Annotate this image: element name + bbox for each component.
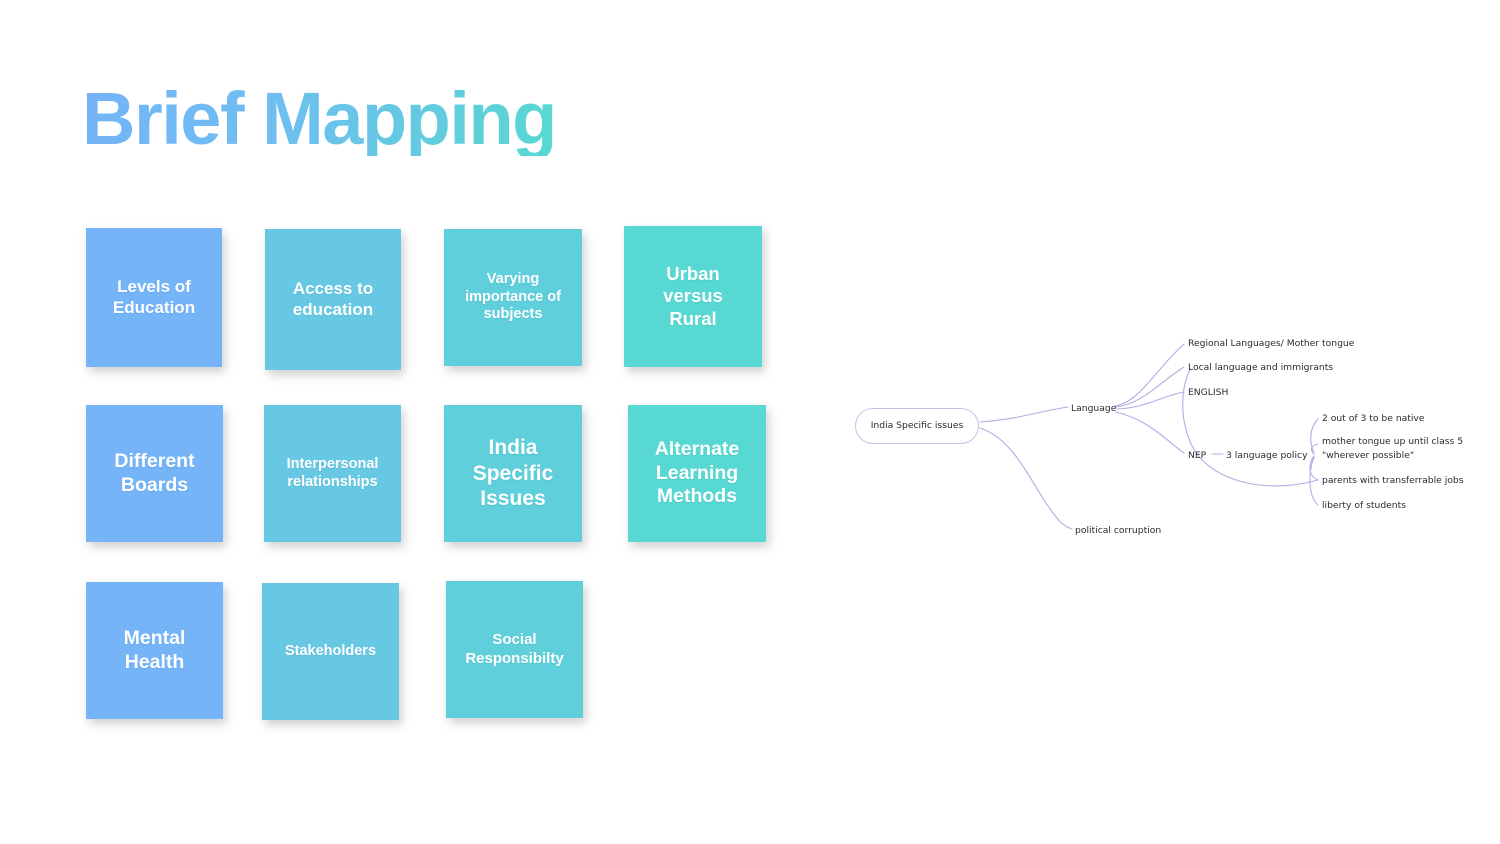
sticky-note-line: Levels of — [117, 276, 191, 296]
sticky-note-line: versus — [663, 285, 723, 307]
sticky-note-line: Responsibilty — [465, 649, 564, 667]
mindmap-node-english[interactable]: ENGLISH — [1188, 387, 1229, 398]
mindmap-edge — [1310, 418, 1319, 454]
sticky-note-line: Boards — [120, 473, 189, 496]
sticky-note-line: Rural — [669, 307, 717, 329]
sticky-note-line: Education — [112, 297, 196, 317]
mindmap-edge — [1115, 411, 1185, 454]
sticky-note-line: Mental — [123, 626, 186, 649]
mindmap-node-2-of-3-native[interactable]: 2 out of 3 to be native — [1322, 413, 1425, 424]
page-title: Brief Mapping — [82, 77, 557, 160]
mindmap-node-political-corruption[interactable]: political corruption — [1075, 525, 1162, 536]
sticky-note-line: Varying — [486, 270, 540, 287]
mindmap-edge — [1182, 368, 1319, 487]
sticky-note-line: Issues — [480, 487, 546, 511]
sticky-note-line: India — [488, 436, 538, 460]
mindmap-edge — [1309, 456, 1319, 506]
sticky-note-line: Specific — [472, 461, 554, 485]
sticky-note-line: Social — [492, 631, 537, 649]
sticky-note-line: Access to — [292, 278, 374, 298]
sticky-note-line: Health — [124, 650, 185, 673]
mindmap-edge — [1116, 391, 1185, 410]
mindmap-node-3-language-policy[interactable]: 3 language policy — [1226, 450, 1308, 461]
sticky-note-line: education — [292, 299, 374, 319]
mindmap-root-label: India Specific issues — [870, 420, 964, 432]
sticky-note-line: Alternate — [654, 437, 740, 460]
mindmap-root-node[interactable]: India Specific issues — [855, 408, 979, 444]
mindmap-edge — [1114, 343, 1185, 407]
sticky-note-line: Different — [114, 449, 195, 472]
sticky-note[interactable]: Stakeholders — [262, 583, 399, 720]
mindmap-edge — [979, 427, 1073, 530]
mindmap-diagram: India Specific issues Language political… — [830, 320, 1500, 560]
sticky-note-line: Interpersonal — [286, 455, 379, 472]
sticky-note-line: Methods — [656, 485, 738, 508]
mindmap-edges — [979, 343, 1319, 530]
mindmap-node-local-language[interactable]: Local language and immigrants — [1188, 362, 1334, 373]
sticky-note-line: subjects — [483, 306, 543, 323]
mindmap-node-mother-tongue-class5[interactable]: mother tongue up until class 5 — [1322, 436, 1464, 447]
sticky-note-line: Urban — [666, 262, 720, 284]
sticky-note-line: Stakeholders — [284, 642, 377, 659]
mindmap-node-liberty-of-students[interactable]: liberty of students — [1322, 500, 1407, 511]
mindmap-edge — [979, 406, 1069, 423]
mindmap-edge — [1115, 366, 1185, 408]
mindmap-node-transferrable-jobs[interactable]: parents with transferrable jobs — [1322, 475, 1464, 486]
mindmap-edge — [1310, 443, 1319, 455]
sticky-note-line: relationships — [287, 473, 378, 490]
sticky-note-line: importance of — [465, 288, 561, 305]
mindmap-node-wherever-possible[interactable]: "wherever possible" — [1322, 450, 1415, 461]
mindmap-edge — [1309, 455, 1319, 481]
mindmap-node-nep[interactable]: NEP — [1188, 450, 1207, 461]
mindmap-node-language[interactable]: Language — [1071, 403, 1117, 414]
mindmap-node-regional-languages[interactable]: Regional Languages/ Mother tongue — [1188, 338, 1355, 349]
sticky-note-line: Learning — [655, 461, 739, 484]
